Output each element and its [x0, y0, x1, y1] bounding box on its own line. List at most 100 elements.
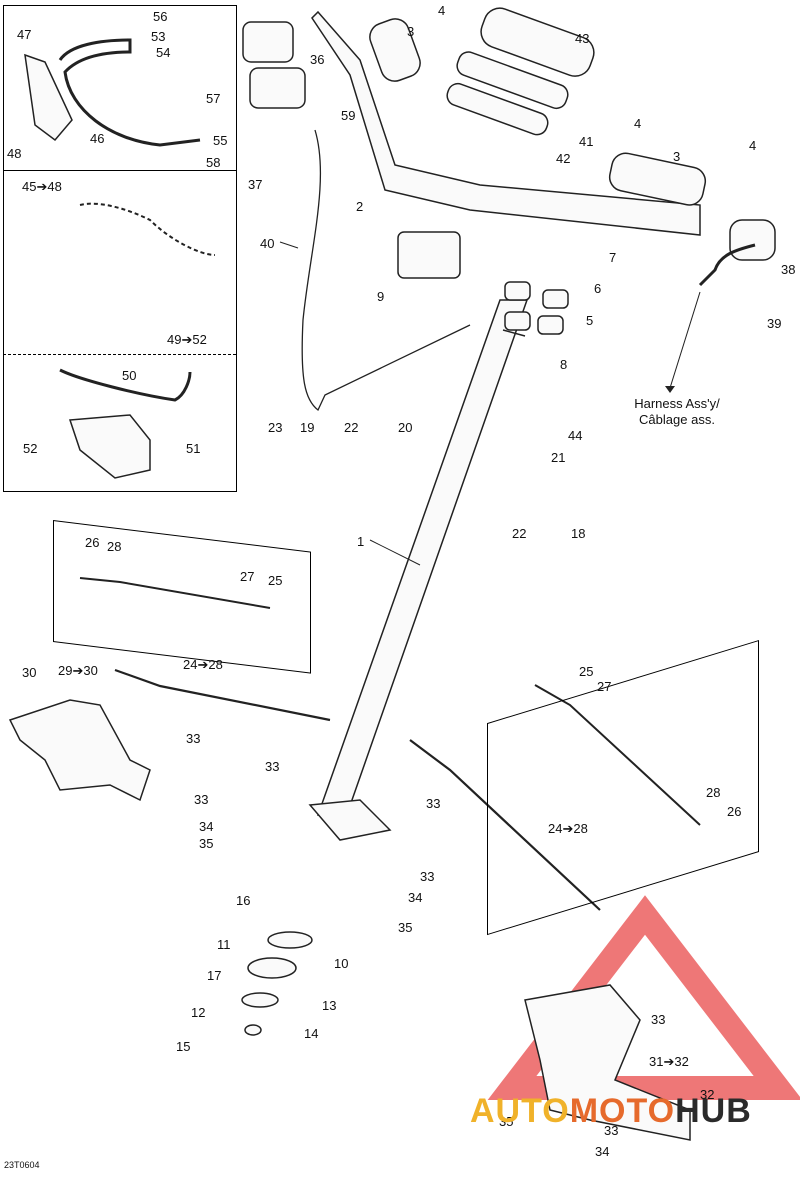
callout-26-b: 26 — [727, 804, 742, 819]
callout-13: 13 — [322, 998, 337, 1013]
callout-32: 32 — [700, 1087, 715, 1102]
callout-25-a: 25 — [268, 573, 283, 588]
callout-51: 51 — [186, 441, 201, 456]
callout-14: 14 — [304, 1026, 319, 1041]
pad-43 — [480, 7, 595, 77]
grip-right — [608, 152, 707, 206]
pad-41 — [456, 51, 569, 110]
callout-24-28-b: 24➔28 — [548, 821, 588, 836]
callout-11: 11 — [217, 937, 231, 952]
callout-34-b: 34 — [408, 890, 423, 905]
callout-55: 55 — [213, 133, 228, 148]
callout-30: 30 — [22, 665, 37, 680]
callout-4-right: 4 — [749, 138, 757, 153]
callout-33-d: 33 — [426, 796, 441, 811]
tie-rod-right — [409, 739, 601, 911]
callout-42: 42 — [556, 151, 571, 166]
spindle-left — [8, 699, 151, 802]
callout-3-right: 3 — [673, 149, 681, 164]
callout-22-low: 22 — [512, 526, 527, 541]
callout-16: 16 — [236, 893, 251, 908]
callout-1: 1 — [357, 534, 365, 549]
callout-6: 6 — [594, 281, 602, 296]
inset-handguard-kit — [3, 5, 237, 492]
callout-20: 20 — [398, 420, 413, 435]
callout-27-b: 27 — [597, 679, 612, 694]
callout-22-top: 22 — [344, 420, 359, 435]
callout-8: 8 — [560, 357, 568, 372]
brand-hub: HUB — [675, 1092, 752, 1130]
harness-label-line2: Câblage ass. — [639, 412, 715, 427]
callout-5: 5 — [586, 313, 594, 328]
callout-52: 52 — [23, 441, 38, 456]
callout-47: 47 — [17, 27, 32, 42]
callout-58: 58 — [206, 155, 221, 170]
callout-17: 17 — [207, 968, 222, 983]
handguard-bar-46 — [58, 38, 201, 147]
callout-7: 7 — [609, 250, 617, 265]
callout-33-c: 33 — [194, 792, 209, 807]
callout-46: 46 — [90, 131, 105, 146]
callout-31-32: 31➔32 — [649, 1054, 689, 1069]
callout-25-b: 25 — [579, 664, 594, 679]
harness-label: Harness Ass'y/ Câblage ass. — [612, 396, 742, 428]
callout-43: 43 — [575, 31, 590, 46]
callout-34-c: 34 — [595, 1144, 610, 1159]
callout-39: 39 — [767, 316, 782, 331]
tie-rod-inset-1 — [79, 577, 271, 609]
block-9 — [397, 231, 461, 279]
handlebar — [311, 10, 701, 236]
callout-34-a: 34 — [199, 819, 214, 834]
callout-23: 23 — [268, 420, 283, 435]
callout-41: 41 — [579, 134, 594, 149]
watermark-brand: AUTOMOTOHUB — [470, 1092, 752, 1131]
callout-35-c: 35 — [499, 1114, 514, 1129]
callout-48: 48 — [7, 146, 22, 161]
callout-33-a: 33 — [186, 731, 201, 746]
callout-50: 50 — [122, 368, 137, 383]
callout-35-a: 35 — [199, 836, 214, 851]
tie-rod-inset-2 — [534, 684, 701, 826]
handguard-51 — [68, 414, 151, 479]
handguard-bar-50 — [59, 368, 192, 402]
tie-rod-left — [114, 668, 331, 722]
callout-54: 54 — [156, 45, 171, 60]
callout-57: 57 — [206, 91, 221, 106]
callout-29-30: 29➔30 — [58, 663, 98, 678]
harness-label-line1: Harness Ass'y/ — [634, 396, 720, 411]
callout-10: 10 — [334, 956, 349, 971]
diagram-code: 23T0604 — [4, 1160, 40, 1170]
callout-40: 40 — [260, 236, 275, 251]
callout-27-a: 27 — [240, 569, 255, 584]
inset-divider-1 — [3, 170, 236, 171]
callout-19: 19 — [300, 420, 315, 435]
callout-33-e: 33 — [420, 869, 435, 884]
callout-3-top: 3 — [407, 24, 415, 39]
callout-44: 44 — [568, 428, 583, 443]
callout-37: 37 — [248, 177, 263, 192]
throttle-housing — [249, 67, 306, 109]
callout-2: 2 — [356, 199, 364, 214]
callout-18: 18 — [571, 526, 586, 541]
callout-33-g: 33 — [604, 1123, 619, 1138]
throttle-cable — [301, 129, 471, 412]
callout-21: 21 — [551, 450, 566, 465]
callout-9: 9 — [377, 289, 385, 304]
column-bracket — [308, 799, 392, 841]
callout-45-48: 45➔48 — [22, 179, 62, 194]
callout-33-f: 33 — [651, 1012, 666, 1027]
callout-12: 12 — [191, 1005, 206, 1020]
callout-4-top: 4 — [438, 3, 446, 18]
inset-divider-2 — [3, 354, 236, 355]
grip-left — [369, 18, 421, 82]
switch-38 — [729, 219, 776, 261]
callout-59: 59 — [341, 108, 356, 123]
callout-28-a: 28 — [107, 539, 122, 554]
callout-15: 15 — [176, 1039, 191, 1054]
callout-28-b: 28 — [706, 785, 721, 800]
callout-4-mid: 4 — [634, 116, 642, 131]
callout-24-28-a: 24➔28 — [183, 657, 223, 672]
callout-33-b: 33 — [265, 759, 280, 774]
